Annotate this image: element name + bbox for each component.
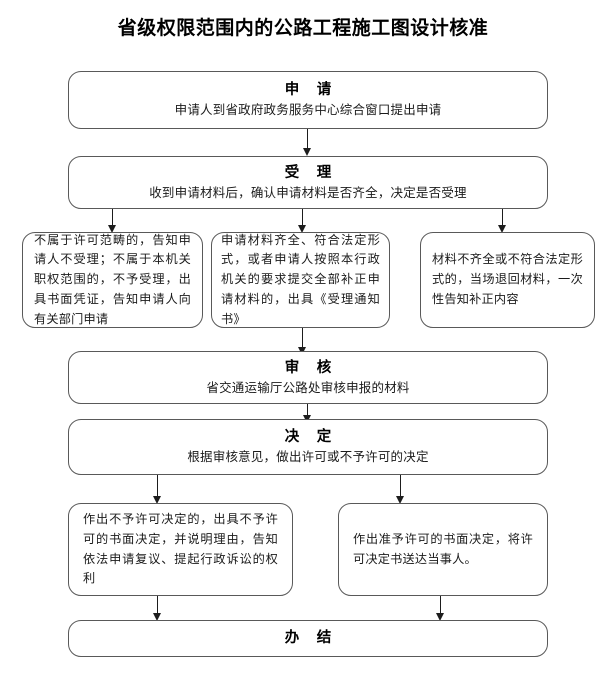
node-accept-body: 收到申请材料后，确认申请材料是否齐全，决定是否受理 xyxy=(149,185,467,200)
edge-accept-right-arrow xyxy=(498,225,506,233)
edge-accept-left-arrow xyxy=(108,225,116,233)
node-decision-heading: 决 定 xyxy=(284,429,339,446)
node-accept: 受 理 收到申请材料后，确认申请材料是否齐全，决定是否受理 xyxy=(68,156,548,209)
edge-decision-deny-arrow xyxy=(153,496,161,504)
edge-apply-accept-arrow xyxy=(303,148,311,156)
edge-decision-grant-arrow xyxy=(396,496,404,504)
node-apply-heading: 申 请 xyxy=(284,82,339,99)
node-finish: 办 结 xyxy=(68,620,548,657)
edge-apply-accept xyxy=(307,129,309,151)
edge-decision-deny xyxy=(157,475,159,499)
node-result-deny: 作出不予许可决定的，出具不予许可的书面决定，并说明理由，告知依法申请复议、提起行… xyxy=(68,503,293,596)
node-review-heading: 审 核 xyxy=(284,359,339,376)
node-result-grant: 作出准予许可的书面决定，将许可决定书送达当事人。 xyxy=(338,503,548,596)
node-result-grant-body: 作出准予许可的书面决定，将许可决定书送达当事人。 xyxy=(353,531,533,566)
edge-deny-finish xyxy=(157,596,159,616)
node-decision-body: 根据审核意见，做出许可或不予许可的决定 xyxy=(187,450,429,465)
edge-accept-middle-arrow xyxy=(298,225,306,233)
edge-grant-finish-arrow xyxy=(436,613,444,621)
edge-decision-grant xyxy=(400,475,402,499)
node-branch-middle: 申请材料齐全、符合法定形式，或者申请人按照本行政机关的要求提交全部补正申请材料的… xyxy=(211,232,390,328)
node-branch-left: 不属于许可范畴的，告知申请人不受理；不属于本机关职权范围的，不予受理，出具书面凭… xyxy=(22,232,203,328)
node-decision: 决 定 根据审核意见，做出许可或不予许可的决定 xyxy=(68,419,548,475)
edge-middle-review xyxy=(302,328,304,350)
node-result-deny-body: 作出不予许可决定的，出具不予许可的书面决定，并说明理由，告知依法申请复议、提起行… xyxy=(83,511,278,586)
edge-deny-finish-arrow xyxy=(153,613,161,621)
edge-accept-right xyxy=(502,209,504,228)
node-accept-heading: 受 理 xyxy=(284,164,339,181)
edge-accept-middle xyxy=(302,209,304,228)
edge-review-decision xyxy=(307,404,309,420)
node-branch-left-body: 不属于许可范畴的，告知申请人不受理；不属于本机关职权范围的，不予受理，出具书面凭… xyxy=(34,232,191,326)
node-review-body: 省交通运输厅公路处审核申报的材料 xyxy=(206,380,410,395)
node-branch-right: 材料不齐全或不符合法定形式的，当场退回材料，一次性告知补正内容 xyxy=(420,232,595,328)
edge-accept-left xyxy=(112,209,114,228)
node-branch-right-body: 材料不齐全或不符合法定形式的，当场退回材料，一次性告知补正内容 xyxy=(432,252,583,306)
edge-grant-finish xyxy=(440,596,442,616)
page-title: 省级权限范围内的公路工程施工图设计核准 xyxy=(117,18,489,39)
node-review: 审 核 省交通运输厅公路处审核申报的材料 xyxy=(68,351,548,404)
node-apply-body: 申请人到省政府政务服务中心综合窗口提出申请 xyxy=(174,103,442,118)
node-finish-heading: 办 结 xyxy=(284,629,339,646)
node-apply: 申 请 申请人到省政府政务服务中心综合窗口提出申请 xyxy=(68,71,548,129)
node-branch-middle-body: 申请材料齐全、符合法定形式，或者申请人按照本行政机关的要求提交全部补正申请材料的… xyxy=(221,232,380,326)
